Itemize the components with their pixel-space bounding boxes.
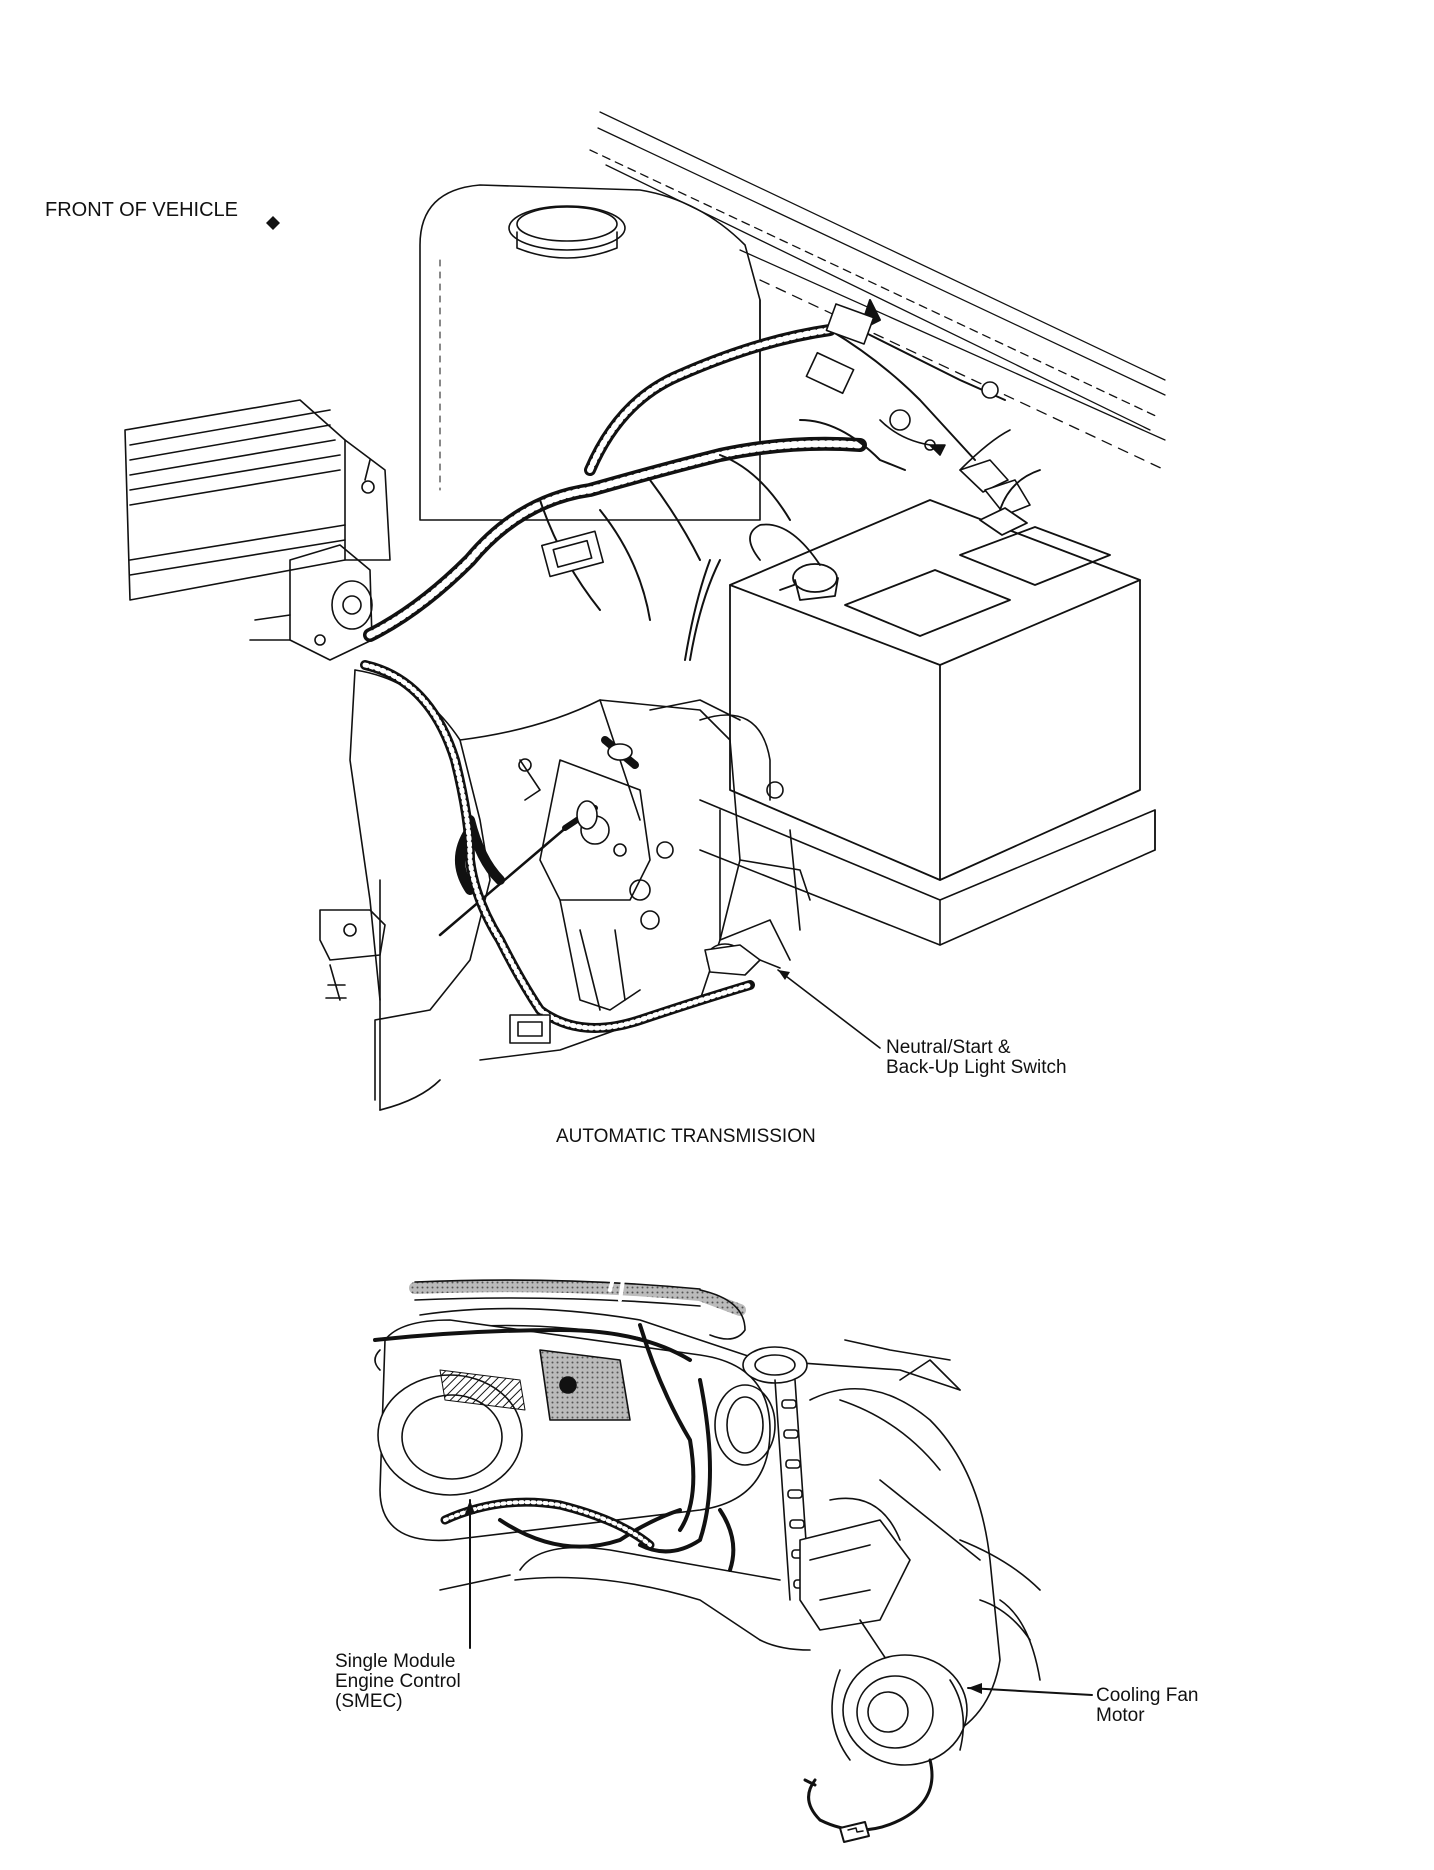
cooling-fan-motor-label-line-2: Motor [1096,1704,1145,1726]
shift-cable [438,736,639,937]
radiator-shroud [809,1359,1031,1741]
automatic-transmission-caption: AUTOMATIC TRANSMISSION [556,1126,816,1147]
harness-connectors [540,303,1031,578]
sensor-block [249,544,373,661]
neutral-start-switch-label: Neutral/Start & Back-Up Light Switch [886,1038,1067,1078]
fan-bracket [799,1519,911,1681]
leader-fan [967,1687,1093,1696]
fan-connector [803,1758,934,1843]
transmission-wiring [360,660,755,1033]
smec-label: Single Module Engine Control (SMEC) [335,1652,461,1712]
battery [729,469,1141,881]
battery-tray [699,799,1156,946]
cooling-fan-motor-label: Cooling Fan Motor [1096,1686,1198,1726]
smec-label-line-3: (SMEC) [335,1690,403,1712]
neutral-start-switch-label-line-1: Neutral/Start & [886,1037,1011,1058]
reservoir [419,184,761,521]
ground-strap [879,419,1011,471]
bottom-figure [373,1258,1093,1843]
cooling-fan-motor [831,1654,968,1766]
lower-outline [439,1539,1041,1681]
arrow-marker-icon [266,216,280,230]
smec-label-line-2: Engine Control [335,1670,461,1692]
smec-housing [374,1319,776,1542]
cowl-edge [409,1258,746,1340]
neutral-start-switch [704,943,781,976]
leader-neutral-start [777,969,881,1049]
front-of-vehicle-label: FRONT OF VEHICLE [45,199,238,221]
fender-panel [589,111,1166,471]
mount-bracket [319,879,441,1111]
valve-cover [124,399,391,601]
harness-clip [509,1014,551,1044]
wiring-harness-main-core [366,440,864,639]
vertical-tube [742,1346,811,1601]
cooling-fan-motor-label-line-1: Cooling Fan [1096,1685,1199,1706]
smec-label-line-1: Single Module [335,1651,456,1672]
top-figure [124,111,1166,1111]
smec-wiring [373,1323,736,1572]
neutral-start-switch-label-line-2: Back-Up Light Switch [886,1056,1067,1078]
